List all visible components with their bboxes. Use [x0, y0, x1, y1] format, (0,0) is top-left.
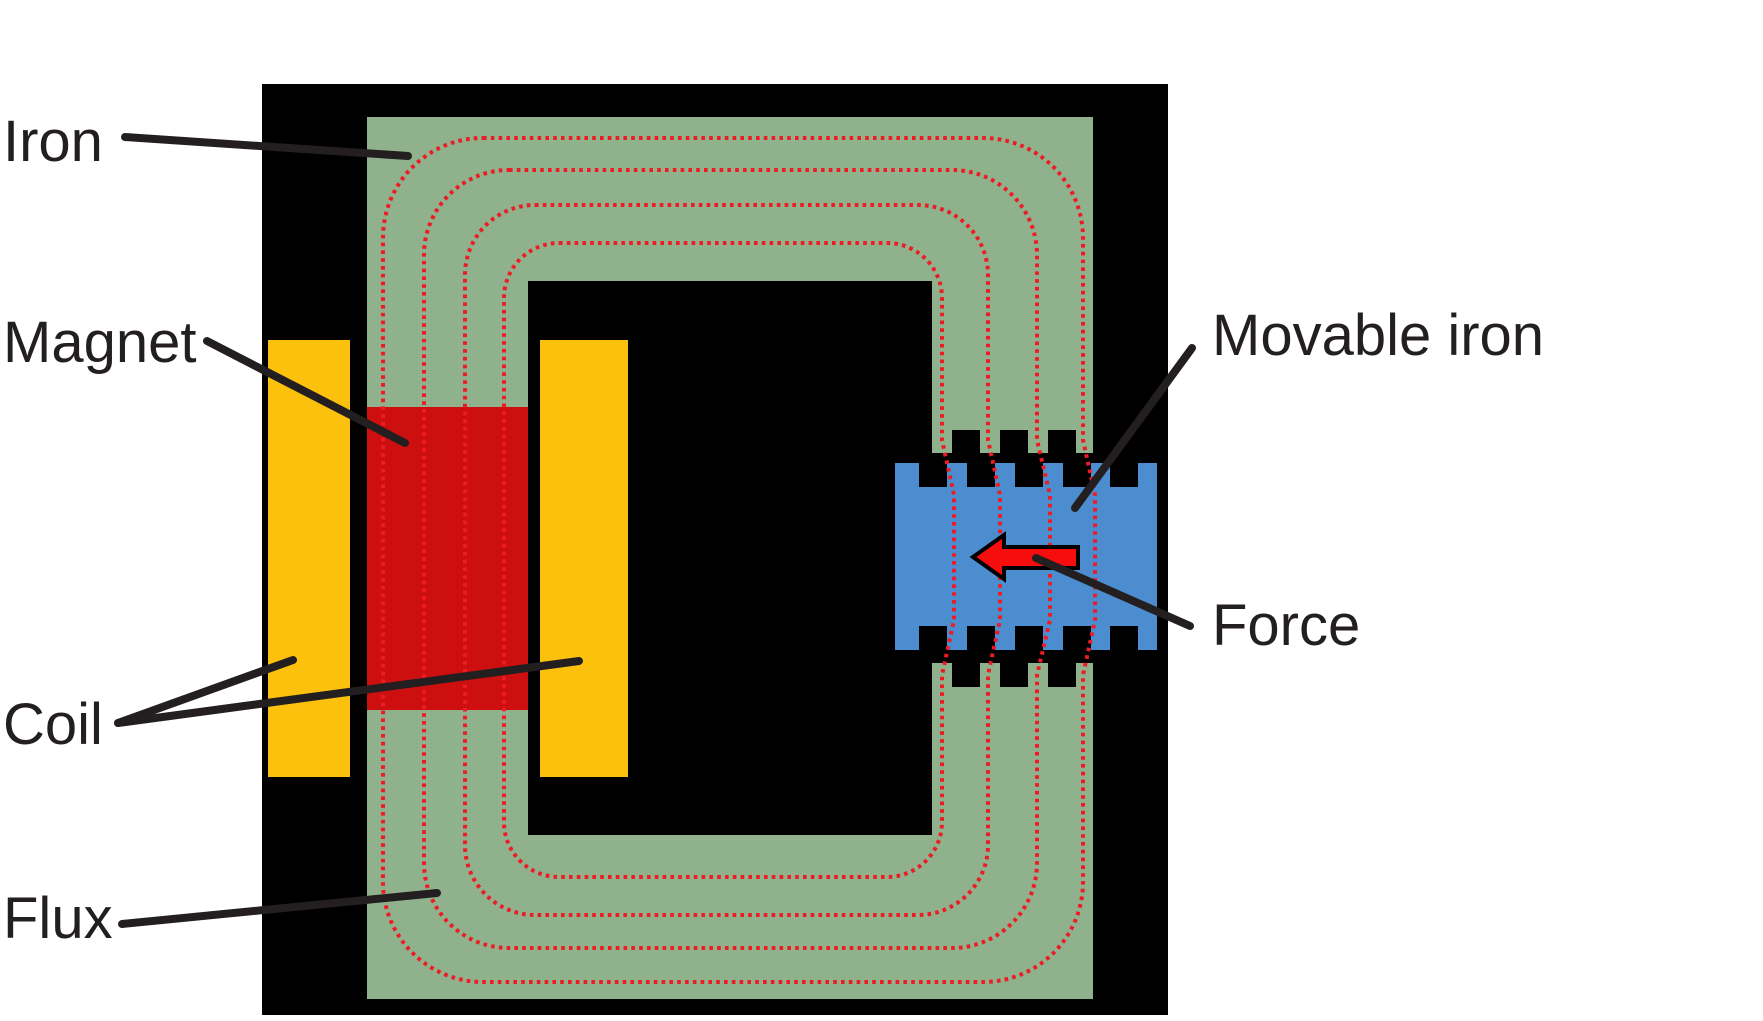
armature-notch [1015, 463, 1043, 487]
yoke-notch [952, 663, 980, 687]
yoke-teeth-notches [952, 430, 1076, 687]
flux-lines [381, 136, 1097, 984]
movable-iron-label: Movable iron [1212, 303, 1544, 368]
armature-notch [1063, 463, 1091, 487]
coil-label: Coil [3, 692, 103, 757]
armature-notch [1015, 626, 1043, 650]
movable-iron-pointer-line [1071, 344, 1196, 512]
armature-notch [967, 626, 995, 650]
iron-label: Iron [3, 109, 103, 174]
movable-iron-teeth-notches [919, 463, 1138, 650]
armature-notch [919, 626, 947, 650]
yoke-right-limb-lower [932, 663, 1093, 999]
yoke-notch [1000, 663, 1028, 687]
flux-loop-outer [381, 136, 1097, 984]
magnet-block [367, 407, 528, 710]
label-pointer-lines [114, 133, 1196, 928]
flux-loop-inner [502, 241, 956, 879]
iron-pointer-line [121, 133, 412, 160]
armature-notch [919, 463, 947, 487]
armature-notch [1110, 626, 1138, 650]
coil-right-block [540, 340, 628, 777]
magnet-label: Magnet [3, 310, 196, 375]
yoke-notch [1048, 430, 1076, 454]
yoke-right-limb-upper [932, 117, 1093, 453]
flux-pointer-line [118, 889, 441, 928]
armature-notch [967, 463, 995, 487]
magnet-pointer-line [203, 337, 409, 447]
coils [268, 340, 628, 777]
coil-pointer-line-right [114, 657, 583, 727]
yoke-notch [1048, 663, 1076, 687]
coil-pointer-line-left [114, 656, 297, 727]
yoke-notch [1000, 430, 1028, 454]
flux-loop-2 [422, 168, 1052, 950]
flux-loop-3 [463, 203, 1002, 917]
force-label: Force [1212, 593, 1360, 658]
flux-label: Flux [3, 886, 113, 951]
diagram-labels: Iron Magnet Coil Flux Movable iron Force [3, 109, 1544, 951]
armature-notch [1063, 626, 1091, 650]
force-pointer-line [1032, 554, 1194, 630]
yoke-notch [952, 430, 980, 454]
iron-yoke [367, 117, 1093, 999]
armature-notch [1110, 463, 1138, 487]
